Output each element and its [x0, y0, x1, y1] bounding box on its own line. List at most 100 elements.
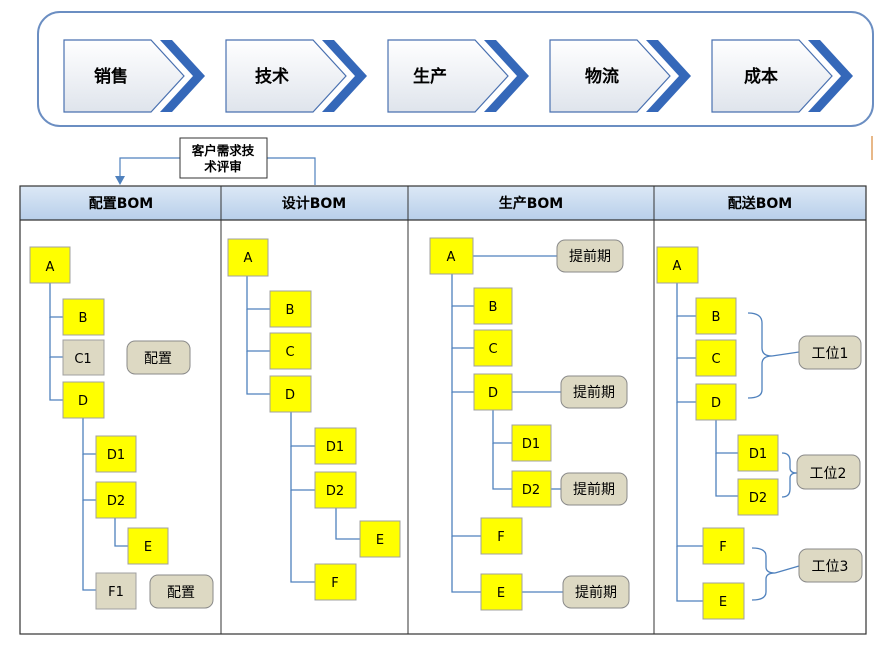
- bom-node-f: [480, 517, 523, 555]
- bom-node-label: A: [447, 250, 456, 265]
- station-tag-1: [798, 335, 862, 370]
- config-tag-label: 配置: [144, 351, 172, 367]
- bom-node-label: B: [79, 311, 88, 326]
- flow-step-label: 销售: [94, 66, 128, 87]
- bom-node-a: [429, 237, 474, 275]
- flow-step-logistics: 物流: [549, 39, 691, 113]
- review-note-box: [179, 137, 268, 179]
- bom-node-label: E: [376, 533, 384, 548]
- production-bom-tree: A B C D D1 D2 F E 提前期 提前期 提前期 提前期: [429, 237, 630, 611]
- bom-node-b: [62, 298, 105, 336]
- bom-node-label: D2: [326, 484, 344, 499]
- station-label: 工位3: [812, 559, 849, 575]
- design-bom-tree: A B C D D1 D2 E F: [227, 238, 401, 601]
- bom-node-b: [269, 290, 312, 328]
- bom-node-d2: [95, 481, 137, 519]
- bom-node-e: [702, 582, 745, 620]
- bom-node-c: [473, 329, 513, 367]
- bom-node-d1: [511, 424, 552, 462]
- bom-node-a: [29, 246, 71, 284]
- bom-node-label: D2: [522, 483, 540, 498]
- bom-node-label: D2: [107, 494, 125, 509]
- review-note-line2: 术评审: [203, 159, 242, 174]
- lead-time-label: 提前期: [573, 481, 615, 498]
- bom-node-e: [359, 520, 401, 558]
- bom-node-label: E: [719, 595, 727, 610]
- review-connector: [115, 157, 316, 185]
- config-tag-label: 配置: [167, 585, 195, 601]
- bom-node-label: A: [673, 259, 682, 274]
- bom-node-label: B: [489, 300, 498, 315]
- bom-node-label: E: [144, 540, 152, 555]
- bom-node-label: B: [712, 310, 721, 325]
- config-tag-f1: [149, 574, 214, 609]
- bom-node-label: D: [285, 388, 295, 403]
- bom-node-d: [473, 373, 513, 411]
- bom-node-label: C: [488, 342, 497, 357]
- tree-connectors: [49, 255, 800, 602]
- bom-node-label: D: [78, 394, 88, 409]
- column-header-config-bom: 配置BOM: [89, 195, 154, 212]
- bom-node-b: [695, 297, 737, 335]
- lead-time-tag-d2: [560, 472, 628, 506]
- config-bom-tree: A B C1 D D1 D2 E F1 配置 配置: [29, 246, 214, 610]
- bom-node-d1: [737, 434, 779, 472]
- flow-step-production: 生产: [387, 39, 529, 113]
- station-label: 工位2: [810, 466, 847, 482]
- bom-node-label: F: [497, 530, 504, 545]
- bom-node-c: [269, 332, 312, 370]
- bom-node-label: F: [331, 576, 338, 591]
- config-tag-c1: [126, 340, 191, 375]
- lead-time-label: 提前期: [573, 384, 615, 401]
- station-label: 工位1: [812, 346, 849, 362]
- bom-node-label: D1: [749, 447, 767, 462]
- flow-step-label: 生产: [413, 66, 447, 87]
- review-note-line1: 客户需求技: [191, 143, 255, 158]
- lead-time-label: 提前期: [575, 584, 617, 601]
- lead-time-tag-d: [560, 375, 628, 409]
- bom-node-d2: [737, 478, 779, 516]
- bom-node-a: [656, 246, 699, 284]
- bom-node-label: A: [244, 251, 253, 266]
- lead-time-label: 提前期: [569, 248, 611, 265]
- station-tag-3: [798, 548, 863, 583]
- column-header-design-bom: 设计BOM: [282, 195, 347, 212]
- lead-time-tag-e: [562, 575, 630, 609]
- bom-node-label: F1: [108, 585, 124, 600]
- column-header-production-bom: 生产BOM: [499, 195, 564, 212]
- flow-step-cost: 成本: [711, 39, 853, 113]
- bom-node-f: [314, 563, 357, 601]
- flow-step-label: 成本: [744, 66, 778, 87]
- bom-table: [19, 185, 867, 635]
- bom-node-label: B: [286, 303, 295, 318]
- bom-node-label: D1: [522, 437, 540, 452]
- bom-node-b: [473, 287, 513, 325]
- flow-step-sales: 销售: [63, 39, 205, 113]
- bom-node-label: C: [711, 352, 720, 367]
- bom-node-label: D1: [107, 448, 125, 463]
- bom-node-label: D2: [749, 491, 767, 506]
- bom-node-f: [702, 527, 745, 565]
- bom-node-c1: [62, 339, 105, 376]
- bom-node-d: [269, 375, 312, 413]
- bom-node-label: E: [497, 586, 505, 601]
- bom-node-d: [695, 383, 737, 421]
- bom-node-label: C: [285, 345, 294, 360]
- bom-node-label: C1: [74, 352, 91, 367]
- bom-node-d2: [511, 470, 552, 508]
- bom-node-label: D1: [326, 440, 344, 455]
- bom-node-d: [62, 381, 105, 419]
- bom-node-label: D: [488, 386, 498, 401]
- bom-node-label: A: [46, 260, 55, 275]
- bom-node-e: [480, 573, 523, 611]
- delivery-bom-tree: A B C D D1 D2 F E 工位1 工位2 工位3: [656, 246, 863, 620]
- flow-step-technology: 技术: [225, 39, 367, 113]
- column-header-delivery-bom: 配送BOM: [728, 195, 793, 212]
- bom-node-label: F: [719, 540, 726, 555]
- bom-node-d1: [314, 427, 357, 465]
- bom-node-e: [127, 527, 169, 565]
- bom-node-c: [695, 339, 737, 377]
- station-tag-2: [796, 454, 861, 490]
- flow-step-label: 技术: [255, 66, 289, 87]
